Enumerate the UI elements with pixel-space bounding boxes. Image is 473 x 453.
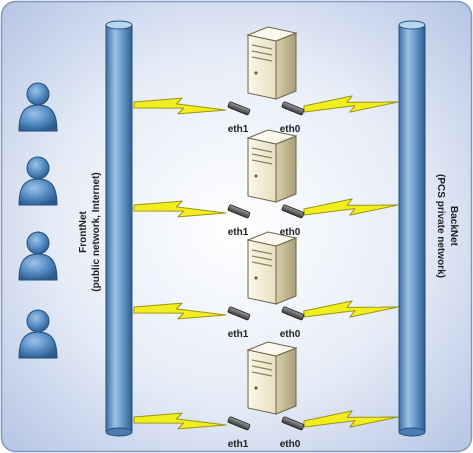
lightning-link-icon-front-2	[133, 200, 227, 218]
network-port-icon-eth0	[281, 204, 305, 219]
lightning-link-icon-back-4	[303, 410, 399, 428]
user-icon	[18, 231, 58, 281]
lightning-link-icon-back-2	[303, 198, 399, 216]
network-port-icon-eth0	[281, 101, 305, 116]
frontnet-label: FrontNet	[78, 211, 89, 253]
backnet-label: BackNet	[448, 206, 459, 247]
eth0-label: eth0	[280, 124, 301, 135]
backnet-pipe	[398, 20, 426, 437]
frontnet-pipe	[105, 20, 133, 437]
user-icon	[18, 156, 58, 206]
lightning-link-icon-front-4	[133, 412, 227, 430]
link-layer	[133, 95, 399, 430]
server-icon-3: eth1 eth0	[227, 231, 305, 340]
network-port-icon-eth1	[227, 204, 251, 219]
eth1-label: eth1	[228, 439, 249, 450]
user-icon	[18, 309, 58, 359]
network-port-icon-eth1	[227, 416, 251, 431]
eth1-label: eth1	[228, 329, 249, 340]
network-port-icon-eth0	[281, 416, 305, 431]
eth0-label: eth0	[280, 439, 301, 450]
lightning-link-icon-front-3	[133, 302, 227, 320]
server-icon-4: eth1 eth0	[227, 341, 305, 450]
network-port-icon-eth1	[227, 306, 251, 321]
frontnet-sublabel: (public network, Internet)	[91, 172, 102, 291]
user-icon	[18, 82, 58, 132]
user-group	[18, 82, 58, 359]
eth0-label: eth0	[280, 227, 301, 238]
server-group: eth1 eth0 eth1 eth0 eth1 eth0 eth1 eth0	[227, 26, 305, 450]
network-port-icon-eth1	[227, 101, 251, 116]
server-icon-1: eth1 eth0	[227, 26, 305, 135]
network-port-icon-eth0	[281, 306, 305, 321]
eth0-label: eth0	[280, 329, 301, 340]
lightning-link-icon-back-3	[303, 300, 399, 318]
lightning-link-icon-back-1	[303, 95, 399, 113]
backnet-sublabel: (PCS private network)	[435, 174, 446, 278]
frontnet-label-group: FrontNet (public network, Internet)	[78, 172, 102, 291]
backnet-label-group: BackNet (PCS private network)	[435, 174, 459, 278]
lightning-link-icon-front-1	[133, 97, 227, 115]
eth1-label: eth1	[228, 124, 249, 135]
eth1-label: eth1	[228, 227, 249, 238]
server-icon-2: eth1 eth0	[227, 129, 305, 238]
